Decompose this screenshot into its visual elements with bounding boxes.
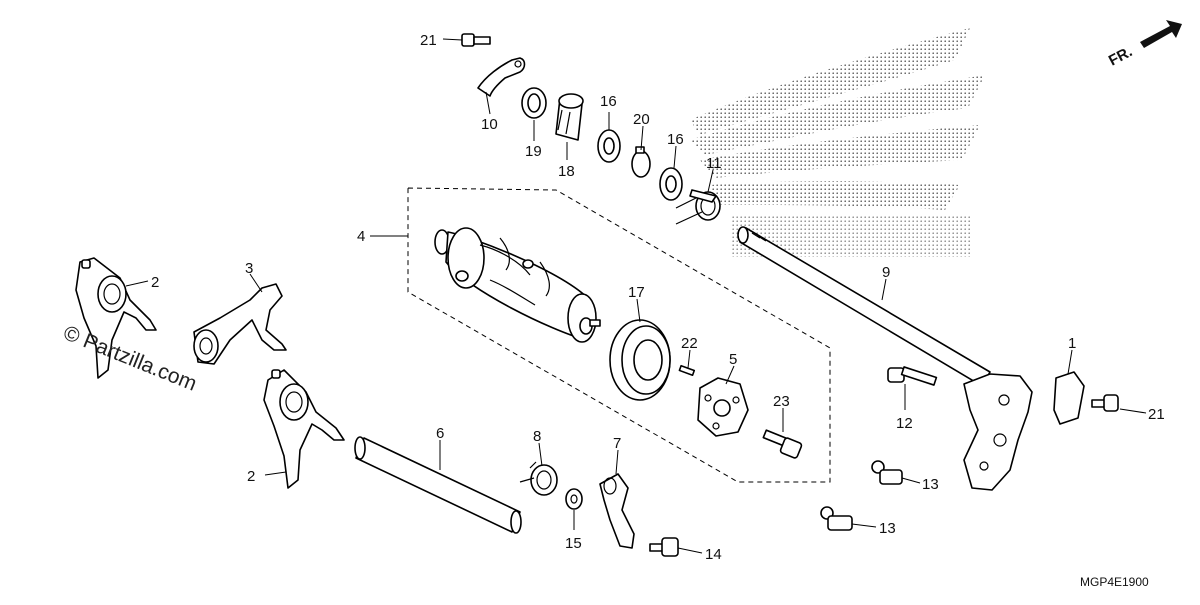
part-17-ball-bearing: [609, 319, 671, 401]
part-13-bolt-a: [871, 460, 903, 485]
part-8-spring: [519, 461, 558, 496]
callout-16: 16: [600, 93, 617, 110]
part-12-pin-bolt: [887, 366, 938, 386]
part-19-seal-ring: [521, 87, 547, 119]
part-2-shift-fork-lower: [263, 369, 345, 489]
callout-12: 12: [896, 415, 913, 432]
part-10-stopper-plate: [477, 57, 526, 97]
callout-13: 13: [922, 476, 939, 493]
part-20-circlip: [631, 146, 651, 178]
front-direction-arrow: FR.: [1106, 20, 1182, 70]
callout-7: 7: [613, 435, 621, 452]
callout-23: 23: [773, 393, 790, 410]
part-22-dowel-pin: [678, 364, 696, 377]
part-3-shift-fork: [193, 283, 287, 365]
callout-2: 2: [151, 274, 159, 291]
background-wing-logo: [690, 28, 985, 257]
callout-13: 13: [879, 520, 896, 537]
callout-labels: 21 10 19 18 16 20 16 11 4 2 3 17 9 22 5 …: [151, 32, 1165, 563]
callout-6: 6: [436, 425, 444, 442]
part-13-bolt-b: [820, 506, 853, 531]
part-16-washer-b: [659, 167, 683, 201]
callout-17: 17: [628, 284, 645, 301]
part-2-shift-fork-upper: [75, 257, 157, 379]
drum-assembly-boundary: [407, 187, 831, 483]
callout-21: 21: [420, 32, 437, 49]
callout-8: 8: [533, 428, 541, 445]
part-1-stopper-plate: [1053, 371, 1085, 425]
callout-15: 15: [565, 535, 582, 552]
callout-11: 11: [706, 155, 722, 172]
callout-10: 10: [481, 116, 498, 133]
leader-lines: [125, 38, 1147, 554]
part-7-stopper-arm: [599, 473, 635, 549]
part-4-shift-drum: [434, 227, 601, 343]
callout-18: 18: [558, 163, 575, 180]
part-18-needle-bearing: [555, 93, 584, 141]
part-6-fork-shaft: [354, 436, 522, 534]
callout-20: 20: [633, 111, 650, 128]
callout-22: 22: [681, 335, 698, 352]
callout-9: 9: [882, 264, 890, 281]
callout-19: 19: [525, 143, 542, 160]
part-21-bolt-right: [1091, 394, 1119, 412]
part-21-bolt-top: [461, 33, 491, 47]
part-16-washer-a: [597, 129, 621, 163]
part-14-bolt: [649, 537, 679, 557]
figure-code: MGP4E1900: [1080, 575, 1149, 589]
part-23-bolt: [762, 429, 803, 459]
callout-14: 14: [705, 546, 722, 563]
watermark-text: © Partzilla.com: [60, 321, 200, 395]
part-9-spindle-arm: [963, 373, 1033, 491]
callout-1: 1: [1068, 335, 1076, 352]
callout-16: 16: [667, 131, 684, 148]
part-5-drum-center: [697, 377, 749, 437]
direction-label: FR.: [1106, 43, 1135, 69]
callout-3: 3: [245, 260, 253, 277]
callout-21: 21: [1148, 406, 1165, 423]
part-15-washer: [565, 488, 583, 510]
callout-2: 2: [247, 468, 255, 485]
callout-5: 5: [729, 351, 737, 368]
part-11-return-spring: [675, 189, 721, 225]
callout-4: 4: [357, 228, 365, 245]
